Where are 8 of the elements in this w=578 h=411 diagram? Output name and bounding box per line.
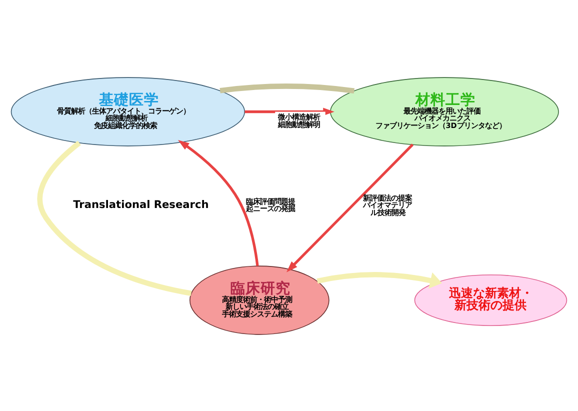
arrow bbox=[286, 143, 414, 272]
arrow bbox=[244, 107, 334, 116]
label: Translational Research bbox=[73, 198, 209, 210]
arrow bbox=[316, 272, 442, 288]
connector bbox=[37, 140, 192, 296]
connector bbox=[220, 83, 354, 94]
arrow bbox=[178, 139, 259, 266]
node-ellipse: 迅速な新素材・新技術の提供 bbox=[414, 274, 568, 326]
